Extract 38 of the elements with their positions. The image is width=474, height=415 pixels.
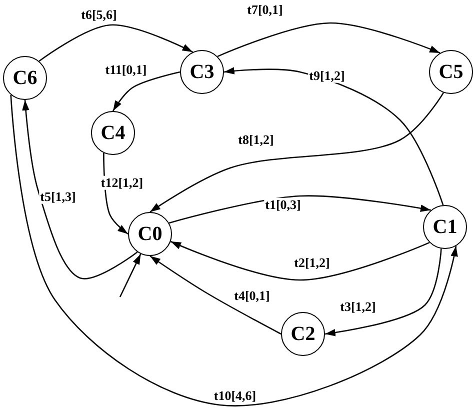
state-circle: [180, 50, 224, 94]
arrow: [150, 92, 444, 213]
edge-label: t2[1,2]: [293, 256, 331, 270]
edge-label: t6[5,6]: [80, 8, 118, 22]
arrow: [112, 71, 180, 112]
state-label: C4: [100, 123, 126, 143]
arrow: [217, 22, 440, 58]
arrow: [224, 67, 444, 206]
edge-label: t7[0,1]: [246, 2, 284, 18]
state-circle: [128, 212, 172, 256]
arrow: [10, 94, 458, 406]
arrow: [324, 248, 442, 336]
initial-arrow: [119, 254, 142, 298]
arrow: [150, 255, 282, 335]
state-circle: [91, 111, 135, 155]
state-label: C0: [138, 224, 162, 244]
state-circle: [3, 56, 47, 100]
arrow: [22, 100, 138, 280]
edge-label: t11[0,1]: [104, 62, 148, 78]
edge-label: t1[0,3]: [264, 198, 302, 212]
arrow: [38, 24, 193, 62]
edge-label: t12[1,2]: [100, 176, 144, 190]
state-circle: [429, 50, 473, 94]
state-label: C6: [12, 68, 38, 88]
state-circle: [423, 205, 467, 249]
state-label: C5: [438, 62, 464, 82]
state-label: C3: [190, 62, 214, 82]
edge-label: t4[0,1]: [233, 288, 271, 304]
edge-label: t3[1,2]: [339, 300, 377, 314]
edge-label: t10[4,6]: [212, 388, 258, 404]
arrow: [168, 195, 431, 224]
state-circle: [281, 312, 325, 356]
arrow: [170, 240, 430, 281]
edge-label: t5[1,3]: [39, 190, 77, 204]
state-label: C1: [432, 217, 458, 237]
edge-label: t8[1,2]: [237, 132, 275, 148]
state-label: C2: [290, 324, 316, 344]
edge-label: t9[1,2]: [308, 68, 346, 84]
